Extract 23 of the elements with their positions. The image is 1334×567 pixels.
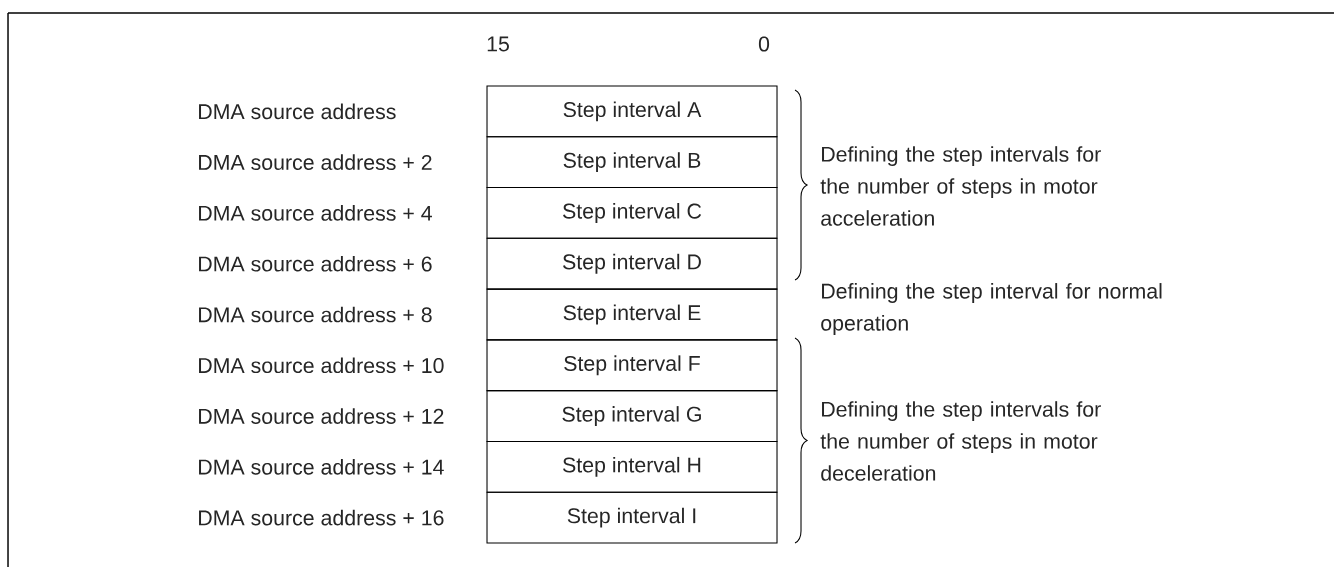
address-label: DMA source address + 12 bbox=[199, 408, 444, 424]
bit-number: 0 bbox=[758, 36, 770, 52]
note-text: Defining the step interval for normal operation bbox=[821, 283, 1162, 335]
address-label: DMA source address + 8 bbox=[199, 306, 432, 323]
memory-cell: Step interval E bbox=[486, 288, 778, 341]
note-text: Defining the step intervals for the number of steps in motor acceleration bbox=[820, 146, 1101, 226]
memory-cell: Step interval B bbox=[486, 136, 778, 189]
memory-cell: Step interval F bbox=[486, 339, 778, 392]
address-label: DMA source address bbox=[199, 103, 396, 120]
memory-cell: Step interval C bbox=[486, 187, 778, 239]
memory-cell: Step interval H bbox=[486, 440, 778, 493]
note-text: Defining the step intervals for the number of steps in motor deceleration bbox=[820, 401, 1101, 481]
address-label: DMA source address + 4 bbox=[199, 205, 432, 221]
memory-cell: Step interval D bbox=[486, 237, 778, 290]
address-label: DMA source address + 10 bbox=[199, 357, 444, 374]
address-label: DMA source address + 14 bbox=[199, 459, 444, 475]
memory-cell: Step interval G bbox=[486, 390, 778, 442]
address-label: DMA source address + 16 bbox=[199, 509, 444, 526]
bit-number: 15 bbox=[487, 36, 509, 52]
address-label: DMA source address + 2 bbox=[199, 154, 432, 170]
memory-cell: Step interval I bbox=[486, 491, 778, 544]
address-label: DMA source address + 6 bbox=[199, 255, 432, 272]
memory-cell: Step interval A bbox=[486, 85, 778, 138]
